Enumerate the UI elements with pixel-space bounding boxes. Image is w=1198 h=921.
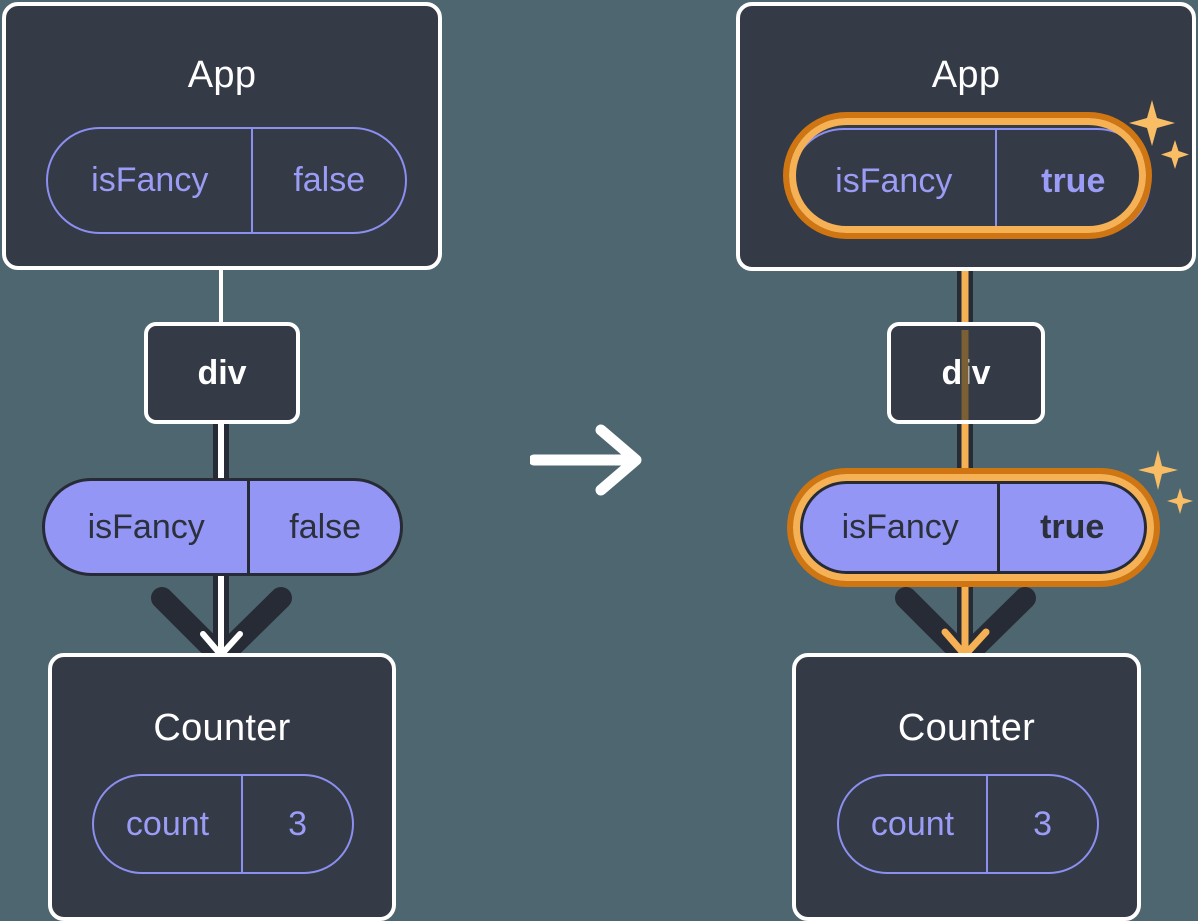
prop-pill-after[interactable]: isFancy true <box>800 481 1147 574</box>
counter-state-pill-value: 3 <box>986 776 1097 872</box>
app-state-pill-name: isFancy <box>91 161 209 199</box>
app-state-pill-value: true <box>995 130 1149 233</box>
app-state-pill-before[interactable]: isFancy false <box>46 127 407 234</box>
app-card-title: App <box>187 54 257 96</box>
counter-card-title: Counter <box>897 707 1036 749</box>
app-card-before: App isFancy false <box>2 2 442 270</box>
counter-state-pill-name: count <box>125 804 210 843</box>
counter-state-pill-after[interactable]: count 3 <box>837 774 1099 874</box>
prop-pill-name: isFancy <box>841 508 959 546</box>
counter-state-pill-before[interactable]: count 3 <box>92 774 354 874</box>
prop-pill-value: true <box>997 484 1144 571</box>
app-state-pill-value: false <box>251 129 405 232</box>
transition-arrow <box>528 424 650 496</box>
prop-pill-before[interactable]: isFancy false <box>42 478 403 576</box>
app-state-pill-after[interactable]: isFancy true <box>790 128 1151 235</box>
app-card-title: App <box>931 54 1001 96</box>
prop-pill-name: isFancy <box>87 507 205 546</box>
counter-card-before: Counter count 3 <box>48 653 396 921</box>
div-node-label: div <box>197 353 247 392</box>
connector-after-through-div <box>958 330 972 420</box>
div-node-before: div <box>144 322 300 424</box>
app-state-pill-name: isFancy <box>835 162 953 200</box>
counter-card-after: Counter count 3 <box>792 653 1141 921</box>
prop-pill-value: false <box>247 481 400 573</box>
app-card-after: App isFancy true <box>736 2 1196 271</box>
counter-state-pill-name: count <box>870 804 955 843</box>
counter-card-title: Counter <box>153 707 291 749</box>
counter-state-pill-value: 3 <box>241 776 352 872</box>
